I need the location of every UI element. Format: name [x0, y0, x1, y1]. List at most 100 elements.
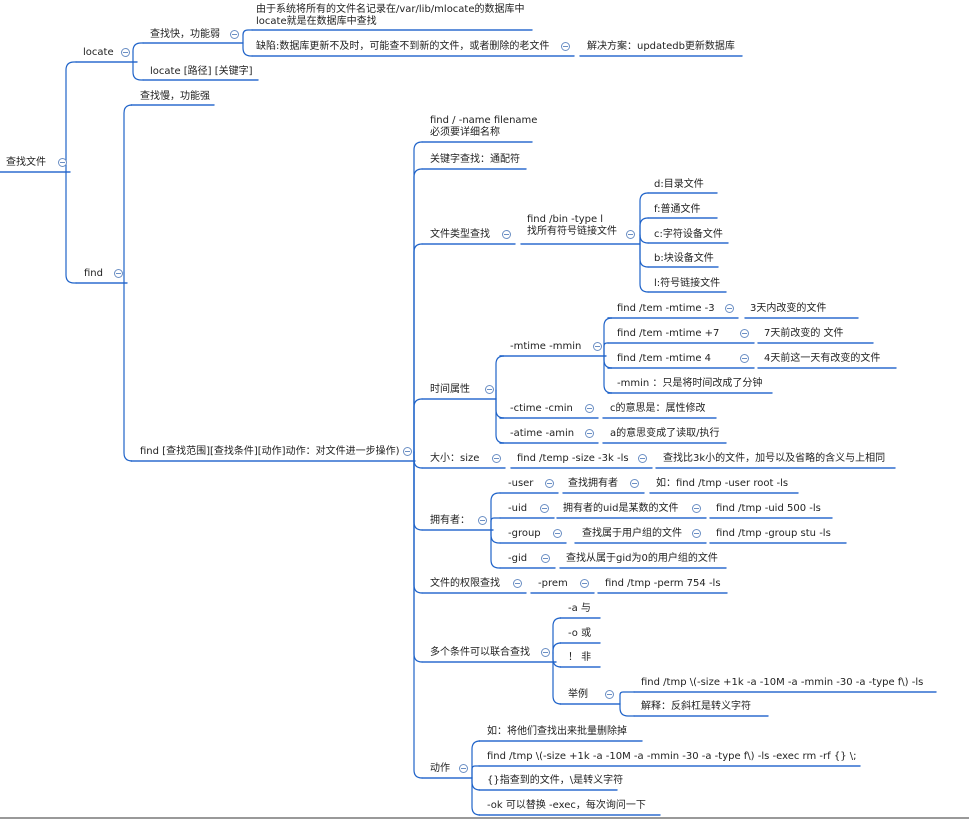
topic-mmin-note[interactable]: -mmin ：只是将时间改成了分钟: [617, 378, 763, 389]
topic-action[interactable]: 动作: [430, 763, 450, 774]
topic-locate-drawback[interactable]: 缺陷:数据库更新不及时，可能查不到新的文件，或者删除的老文件: [256, 41, 550, 52]
topic-locate-fast[interactable]: 查找快，功能弱: [150, 29, 220, 40]
topic-action-3[interactable]: {}指查到的文件，\是转义字符: [487, 775, 624, 786]
topic-ctime[interactable]: -ctime -cmin: [510, 403, 573, 414]
topic-owner-user[interactable]: -user: [508, 478, 534, 489]
topic-owner-gid[interactable]: -gid: [508, 553, 528, 564]
topic-locate-solution[interactable]: 解决方案：updatedb更新数据库: [587, 41, 735, 52]
collapse-icon[interactable]: [626, 230, 635, 239]
topic-mtime-plus[interactable]: find /tem -mtime +7: [617, 328, 720, 339]
collapse-icon[interactable]: [605, 690, 614, 699]
collapse-icon[interactable]: [513, 579, 522, 588]
topic-locate-desc-1[interactable]: 由于系统将所有的文件名记录在/var/lib/mlocate的数据库中: [256, 4, 525, 15]
topic-perm[interactable]: 文件的权限查找: [430, 578, 500, 589]
collapse-icon[interactable]: [121, 48, 130, 57]
collapse-icon[interactable]: [585, 404, 594, 413]
collapse-icon[interactable]: [485, 385, 494, 394]
topic-perm-opt[interactable]: -prem: [538, 578, 568, 589]
collapse-icon[interactable]: [114, 269, 123, 278]
topic-locate-usage[interactable]: locate [路径] [关键字]: [150, 66, 253, 77]
topic-action-2[interactable]: find /tmp \(-size +1k -a -10M -a -mmin -…: [487, 751, 857, 762]
collapse-icon[interactable]: [230, 30, 239, 39]
topic-atime[interactable]: -atime -amin: [510, 428, 575, 439]
topic-combine-explain[interactable]: 解释：反斜杠是转义字符: [641, 701, 751, 712]
branch-connector: [552, 652, 562, 705]
topic-type-link[interactable]: l:符号链接文件: [654, 278, 721, 289]
collapse-icon[interactable]: [692, 529, 701, 538]
collapse-icon[interactable]: [478, 516, 487, 525]
topic-combine-or[interactable]: -o 或: [568, 628, 592, 639]
collapse-icon[interactable]: [692, 504, 701, 513]
topic-time[interactable]: 时间属性: [430, 384, 470, 395]
collapse-icon[interactable]: [585, 429, 594, 438]
topic-size-example[interactable]: find /temp -size -3k -ls: [517, 453, 629, 464]
collapse-icon[interactable]: [553, 529, 562, 538]
topic-locate-desc-2[interactable]: locate就是在数据库中查找: [256, 16, 377, 27]
topic-combine[interactable]: 多个条件可以联合查找: [430, 647, 530, 658]
collapse-icon[interactable]: [58, 158, 67, 167]
topic-mtime[interactable]: -mtime -mmin: [510, 341, 582, 352]
topic-find-syntax[interactable]: find [查找范围][查找条件][动作]动作：对文件进一步操作): [140, 446, 400, 457]
topic-name-search-2[interactable]: 必须要详细名称: [430, 127, 500, 138]
collapse-icon[interactable]: [740, 354, 749, 363]
topic-owner-group-ex[interactable]: find /tmp -group stu -ls: [716, 528, 831, 539]
topic-type-example-2[interactable]: 找所有符号链接文件: [527, 226, 617, 237]
topic-owner-uid-ex[interactable]: find /tmp -uid 500 -ls: [716, 503, 821, 514]
collapse-icon[interactable]: [638, 454, 647, 463]
branch-connector: [413, 451, 423, 469]
topic-type-block[interactable]: b:块设备文件: [654, 253, 714, 264]
topic-combine-example[interactable]: find /tmp \(-size +1k -a -10M -a -mmin -…: [641, 677, 924, 688]
topic-type-example-1[interactable]: find /bin -type l: [527, 214, 604, 225]
collapse-icon[interactable]: [541, 648, 550, 657]
topic-owner-user-ex[interactable]: 如：find /tmp -user root -ls: [656, 478, 789, 489]
collapse-icon[interactable]: [725, 304, 734, 313]
collapse-icon[interactable]: [403, 447, 412, 456]
topic-find[interactable]: find: [84, 268, 103, 279]
topic-action-4[interactable]: -ok 可以替换 -exec，每次询问一下: [487, 800, 646, 811]
collapse-icon[interactable]: [541, 554, 550, 563]
topic-owner-gid-desc[interactable]: 查找从属于gid为0的用户组的文件: [566, 553, 718, 564]
topic-ctime-desc[interactable]: c的意思是：属性修改: [610, 403, 706, 414]
collapse-icon[interactable]: [630, 479, 639, 488]
topic-mtime-plus-desc[interactable]: 7天前改变的 文件: [764, 328, 844, 339]
topic-owner-group-desc[interactable]: 查找属于用户组的文件: [582, 528, 682, 539]
topic-action-1[interactable]: 如：将他们查找出来批量删除掉: [487, 726, 627, 737]
topic-owner-uid-desc[interactable]: 拥有者的uid是某数的文件: [563, 503, 679, 514]
topic-mtime-eq-desc[interactable]: 4天前这一天有改变的文件: [764, 353, 881, 364]
collapse-icon[interactable]: [540, 504, 549, 513]
collapse-icon[interactable]: [459, 764, 468, 773]
branch-connector: [65, 61, 77, 162]
topic-combine-example-label[interactable]: 举例: [568, 689, 588, 700]
collapse-icon[interactable]: [740, 329, 749, 338]
topic-name-search-1[interactable]: find / -name filename: [430, 115, 538, 126]
branch-connector: [123, 104, 133, 274]
collapse-icon[interactable]: [593, 342, 602, 351]
topic-owner-uid[interactable]: -uid: [508, 503, 528, 514]
topic-locate[interactable]: locate: [83, 47, 114, 58]
collapse-icon[interactable]: [580, 579, 589, 588]
topic-type-search[interactable]: 文件类型查找: [430, 229, 490, 240]
topic-size-desc[interactable]: 查找比3k小的文件，加号以及省略的含义与上相同: [663, 453, 886, 464]
topic-owner-user-desc[interactable]: 查找拥有者: [568, 478, 618, 489]
collapse-icon[interactable]: [561, 42, 570, 51]
topic-find-slow[interactable]: 查找慢，功能强: [140, 91, 210, 102]
topic-type-char[interactable]: c:字符设备文件: [654, 229, 723, 240]
topic-combine-not[interactable]: ！ 非: [568, 652, 592, 663]
collapse-icon[interactable]: [545, 479, 554, 488]
topic-owner-group[interactable]: -group: [508, 528, 541, 539]
topic-perm-example[interactable]: find /tmp -perm 754 -ls: [605, 578, 721, 589]
topic-mtime-minus-desc[interactable]: 3天内改变的文件: [750, 303, 827, 314]
collapse-icon[interactable]: [502, 230, 511, 239]
topic-atime-desc[interactable]: a的意思变成了读取/执行: [610, 428, 720, 439]
branch-connector: [619, 691, 635, 696]
topic-mtime-eq[interactable]: find /tem -mtime 4: [617, 353, 712, 364]
collapse-icon[interactable]: [492, 454, 501, 463]
topic-size[interactable]: 大小：size: [430, 453, 480, 464]
topic-combine-and[interactable]: -a 与: [568, 603, 591, 614]
topic-type-file[interactable]: f:普通文件: [654, 204, 701, 215]
root-topic[interactable]: 查找文件: [6, 157, 46, 168]
topic-owner[interactable]: 拥有者：: [430, 515, 470, 526]
topic-type-dir[interactable]: d:目录文件: [654, 179, 704, 190]
topic-mtime-minus[interactable]: find /tem -mtime -3: [617, 303, 715, 314]
topic-keyword-search[interactable]: 关键字查找：通配符: [430, 154, 520, 165]
